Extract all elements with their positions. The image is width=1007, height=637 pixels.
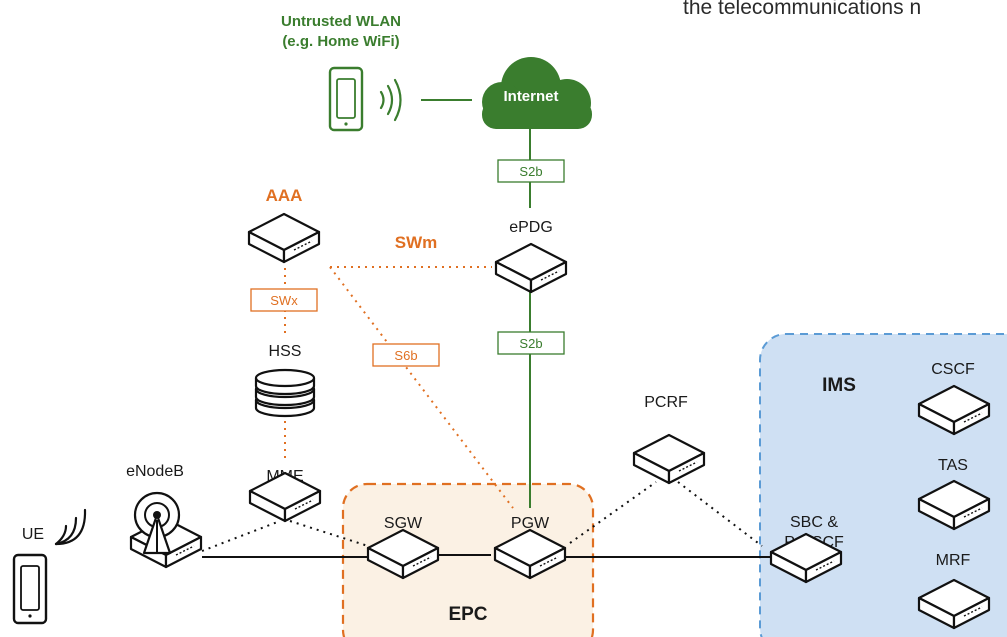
mrf-label: MRF <box>936 552 971 569</box>
link-aaa-pgw <box>329 266 514 509</box>
internet-cloud-icon <box>482 57 592 129</box>
swm-label: SWm <box>395 233 438 252</box>
swx-tag <box>250 288 318 312</box>
s6b-tag <box>372 343 440 367</box>
epc-region <box>341 482 595 637</box>
ims-title: IMS <box>822 375 856 396</box>
epdg-server-icon <box>494 242 568 294</box>
wlan-phone-icon <box>328 66 364 132</box>
aaa-label: AAA <box>266 186 303 205</box>
hss-label: HSS <box>269 343 302 360</box>
epc-title: EPC <box>448 604 487 625</box>
internet-label: Internet <box>503 88 558 105</box>
pcrf-label: PCRF <box>644 394 688 411</box>
cropped-heading-text: the telecommunications n <box>683 0 922 19</box>
pgw-label: PGW <box>511 515 550 532</box>
link-enodeb-mme <box>201 520 281 552</box>
enodeb-antenna-icon <box>129 491 203 569</box>
s6b-label: S6b <box>394 348 417 363</box>
ue-signal-icon <box>54 508 87 546</box>
mme-server-icon <box>248 471 322 523</box>
aaa-server-icon <box>247 212 321 264</box>
hss-database-icon <box>254 368 316 418</box>
s2b-mid-tag <box>497 331 565 355</box>
pcrf-server-icon <box>632 433 706 485</box>
enodeb-label: eNodeB <box>126 463 184 480</box>
sbc-label-line1: SBC & <box>790 514 838 531</box>
sgw-label: SGW <box>384 515 423 532</box>
epdg-label: ePDG <box>509 219 553 236</box>
s2b-mid-label: S2b <box>519 336 542 351</box>
wifi-signal-icon <box>379 78 402 122</box>
wlan-title-line2: (e.g. Home WiFi) <box>282 33 399 50</box>
link-pcrf-sbc <box>677 481 763 547</box>
tas-label: TAS <box>938 457 968 474</box>
s2b-top-tag <box>497 159 565 183</box>
ue-phone-icon <box>12 553 48 625</box>
cscf-label: CSCF <box>931 361 975 378</box>
s2b-top-label: S2b <box>519 164 542 179</box>
ue-label: UE <box>22 526 44 543</box>
swx-label: SWx <box>270 293 298 308</box>
wlan-title-line1: Untrusted WLAN <box>281 13 401 30</box>
